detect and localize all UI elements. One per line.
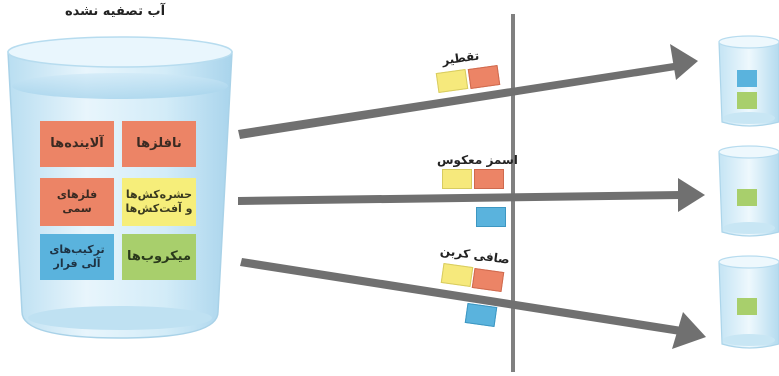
removed-orange-chip bbox=[474, 169, 504, 189]
remaining-blue-chip bbox=[737, 70, 757, 87]
removed-blue-chip bbox=[465, 303, 497, 327]
contaminant-volatile-organics: ترکیب‌های آلی فرار bbox=[40, 234, 114, 280]
passed-blue-chip bbox=[476, 207, 506, 227]
contaminant-nonmetals: نافلزها bbox=[122, 121, 196, 167]
untreated-water-title: آب تصفیه نشده bbox=[40, 4, 190, 19]
removed-yellow-chip bbox=[436, 69, 468, 93]
contaminant-microbes: میکروب‌ها bbox=[122, 234, 196, 280]
removed-orange-chip bbox=[472, 268, 504, 292]
contaminant-pollutants: آلاینده‌ها bbox=[40, 121, 114, 167]
remaining-green-chip bbox=[737, 92, 757, 109]
remaining-green-chip bbox=[737, 298, 757, 315]
removed-orange-chip bbox=[468, 65, 500, 89]
remaining-green-chip bbox=[737, 189, 757, 206]
method-label-reverse-osmosis: اسمز معکوس bbox=[437, 153, 518, 167]
contaminant-toxic-metals: فلزهای سمی bbox=[40, 178, 114, 226]
contaminant-pesticides: حشره‌کش‌ها و آفت‌کش‌ها bbox=[122, 178, 196, 226]
removed-yellow-chip bbox=[441, 263, 473, 287]
removed-yellow-chip bbox=[442, 169, 472, 189]
